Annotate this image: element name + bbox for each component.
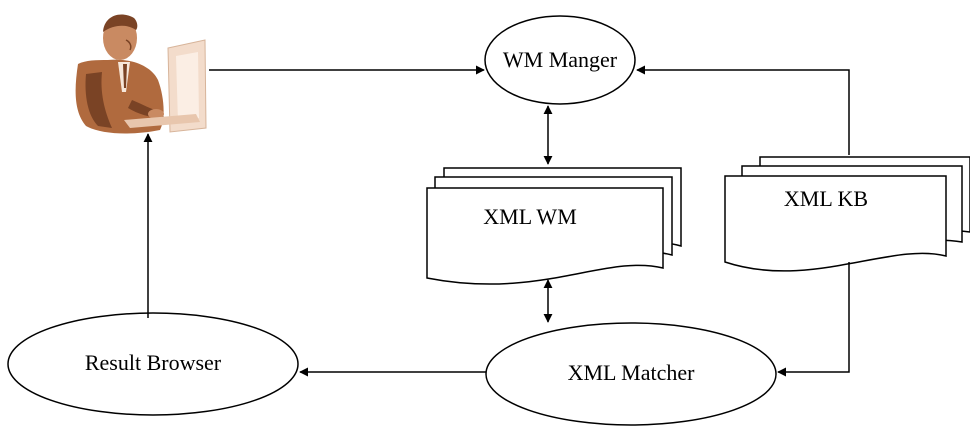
xml-wm-label: XML WM bbox=[483, 204, 577, 229]
result-browser-node: Result Browser bbox=[7, 312, 299, 416]
wm-manager-label: WM Manger bbox=[503, 47, 618, 72]
wm-manager-node: WM Manger bbox=[484, 15, 636, 105]
xml-matcher-label: XML Matcher bbox=[568, 360, 696, 385]
result-browser-label: Result Browser bbox=[85, 350, 222, 375]
xml-wm-node: XML WM bbox=[426, 167, 682, 285]
edge-xml-kb-to-xml-matcher bbox=[777, 262, 850, 377]
xml-kb-node: XML KB bbox=[724, 156, 970, 272]
user-at-computer-icon bbox=[75, 14, 207, 134]
xml-matcher-node: XML Matcher bbox=[485, 322, 777, 426]
xml-kb-label: XML KB bbox=[784, 186, 868, 211]
edge-xml-kb-to-wm-manager bbox=[636, 65, 850, 155]
